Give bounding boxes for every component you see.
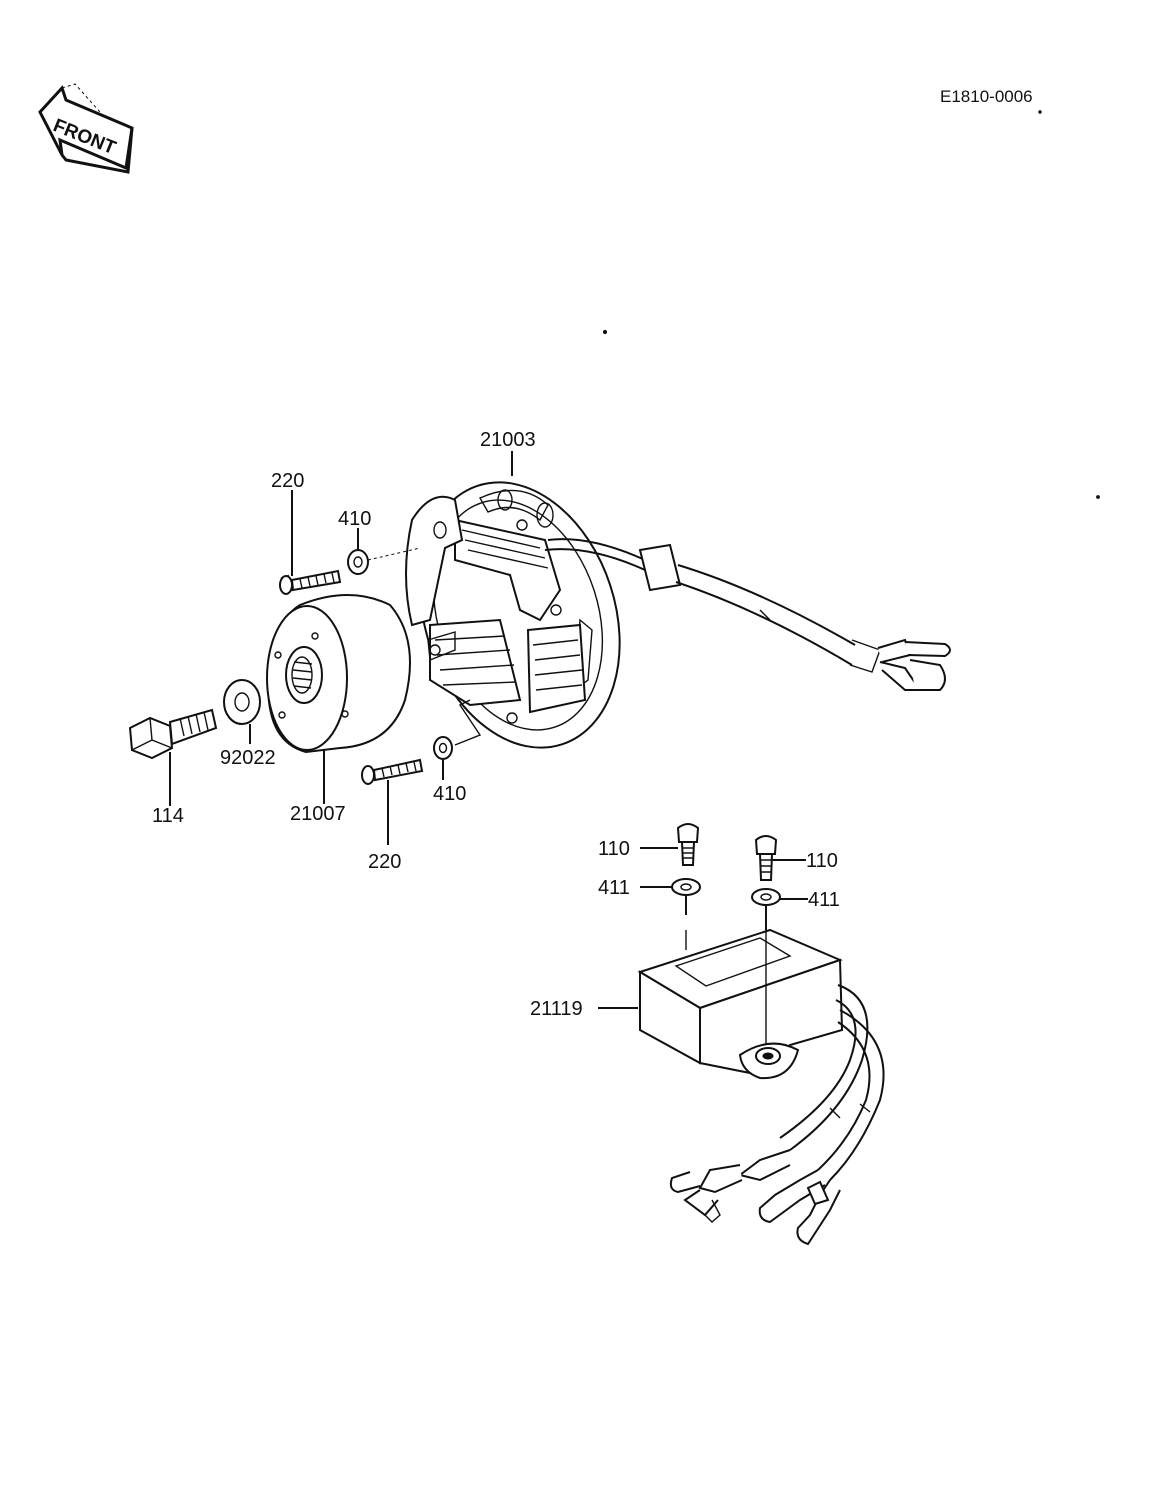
- stator-part-number: 21003: [480, 429, 536, 451]
- bolt-114-label: 114: [152, 805, 184, 827]
- stator-callout: 21003: [480, 429, 536, 476]
- cdi-unit: 21119: [530, 928, 844, 1080]
- washer-92022-label: 92022: [220, 747, 276, 769]
- rotor: 21007: [266, 594, 411, 825]
- washer-410-upper: 410: [338, 508, 421, 575]
- screw-220-lower-label: 220: [368, 851, 401, 873]
- screw-220-lower: 220: [361, 758, 424, 873]
- washer-411-right: 411: [751, 888, 840, 930]
- cdi-unit-label: 21119: [530, 998, 583, 1020]
- scan-specks: [602, 110, 1100, 499]
- washer-411-right-label: 411: [808, 889, 840, 911]
- bolt-110-right: 110: [754, 835, 838, 881]
- bolt-110-left-label: 110: [598, 838, 630, 860]
- washer-410-upper-label: 410: [338, 508, 371, 530]
- cdi-cables: [669, 984, 885, 1246]
- washer-411-left-label: 411: [598, 877, 630, 899]
- front-arrow-icon: FRONT: [38, 83, 134, 174]
- stator-plate: [405, 481, 621, 749]
- washer-410-lower: 410: [433, 699, 482, 805]
- diagram-code: E1810-0006: [940, 87, 1033, 106]
- stator-cable: [544, 538, 951, 691]
- rotor-part-number: 21007: [290, 803, 346, 825]
- washer-92022: 92022: [220, 679, 276, 769]
- washer-411-left: 411: [598, 877, 701, 950]
- screw-220-upper: 220: [271, 470, 342, 595]
- screw-220-upper-label: 220: [271, 470, 304, 492]
- bolt-114: 114: [128, 708, 218, 827]
- bolt-110-right-label: 110: [806, 850, 838, 872]
- bolt-110-left: 110: [598, 823, 700, 866]
- washer-410-lower-label: 410: [433, 783, 466, 805]
